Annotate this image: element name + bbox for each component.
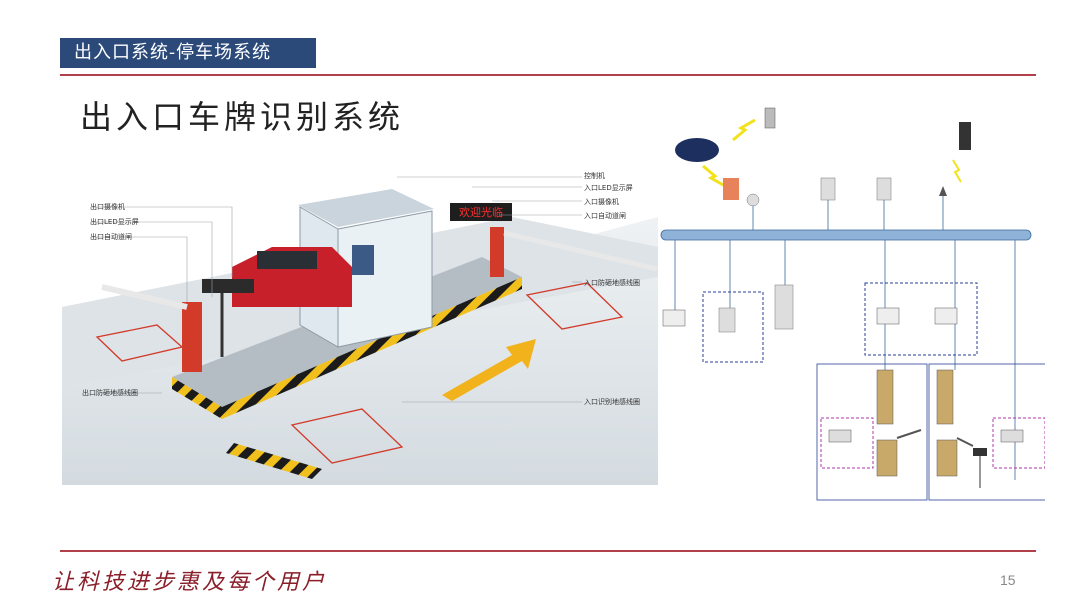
exit-camera-box xyxy=(992,417,1046,469)
router-icon xyxy=(746,193,760,207)
booth-roof xyxy=(298,189,434,227)
server-icon xyxy=(876,177,892,201)
exit-loop xyxy=(95,324,184,362)
label-exit-camera: 出口摄像机 xyxy=(90,203,125,211)
exit-led-icon xyxy=(973,448,987,456)
entry-lane-box xyxy=(816,363,928,501)
server-icon xyxy=(820,177,836,201)
exit-control-unit-icon xyxy=(936,369,954,425)
camera-icon xyxy=(828,429,852,443)
internet-cloud-icon xyxy=(675,138,719,162)
network-topology-diagram xyxy=(655,100,1050,505)
workstation-icon xyxy=(934,307,958,325)
phone-icon xyxy=(764,107,776,129)
page-number: 15 xyxy=(1000,572,1016,588)
exit-barrier-arm xyxy=(101,284,188,310)
network-backbone xyxy=(660,229,1032,241)
entry-barrier-arm xyxy=(503,230,658,272)
monitor-group-box xyxy=(864,282,978,356)
direction-arrow xyxy=(442,339,536,401)
exit-barrier-cabinet xyxy=(182,302,202,372)
footer-divider xyxy=(60,550,1036,552)
speed-bump xyxy=(226,443,322,479)
footer-slogan: 让科技进步惠及每个用户 xyxy=(52,570,328,595)
wireless-link-icon xyxy=(732,118,756,142)
entry-camera-box xyxy=(820,417,874,469)
firewall-icon xyxy=(723,178,739,200)
exit-barrier-icon xyxy=(936,439,958,477)
label-exit-led: 出口LED显示屏 xyxy=(90,218,139,226)
label-entry-camera: 入口摄像机 xyxy=(584,198,619,206)
label-control-machine: 控制机 xyxy=(584,172,605,180)
recognition-loop xyxy=(290,408,404,464)
parking-scene: 欢迎光临 xyxy=(62,157,658,485)
label-entry-gate: 入口自动道闸 xyxy=(584,212,626,220)
server-icon xyxy=(718,307,736,333)
entry-loop xyxy=(525,282,624,330)
led-display xyxy=(450,203,512,221)
parking-entrance-illustration: 欢迎光临 控制机 入口LED显示屏 入口摄像机 入口自动道闸 入口防砸地感线圈 … xyxy=(62,157,658,485)
kiosk-icon xyxy=(774,284,794,330)
wireless-link-icon xyxy=(702,164,726,188)
exit-camera-housing xyxy=(202,279,254,293)
camera-icon xyxy=(1000,429,1024,443)
label-exit-anti-smash-loop: 出口防砸地感线圈 xyxy=(82,389,138,397)
entry-barrier-cabinet xyxy=(490,227,504,277)
topology-svg xyxy=(660,107,1050,501)
wireless-ap-icon xyxy=(939,186,947,196)
label-exit-gate: 出口自动道闸 xyxy=(90,233,132,241)
section-tag: 出入口系统-停车场系统 xyxy=(60,38,316,68)
label-entry-anti-smash-loop: 入口防砸地感线圈 xyxy=(584,279,640,287)
workstation-icon xyxy=(876,307,900,325)
label-entry-recognition-loop: 入口识别地感线圈 xyxy=(584,398,640,406)
page-title: 出入口车牌识别系统 xyxy=(80,98,405,136)
led-text: 欢迎光临 xyxy=(459,205,503,219)
workstation-icon xyxy=(662,309,686,327)
handheld-terminal-icon xyxy=(959,122,971,150)
entry-barrier-icon xyxy=(876,439,898,477)
entry-control-unit-icon xyxy=(876,369,894,425)
booth-operator xyxy=(352,245,374,275)
server-group-box xyxy=(702,291,764,363)
label-entry-led: 入口LED显示屏 xyxy=(584,184,633,192)
header-divider xyxy=(60,74,1036,76)
